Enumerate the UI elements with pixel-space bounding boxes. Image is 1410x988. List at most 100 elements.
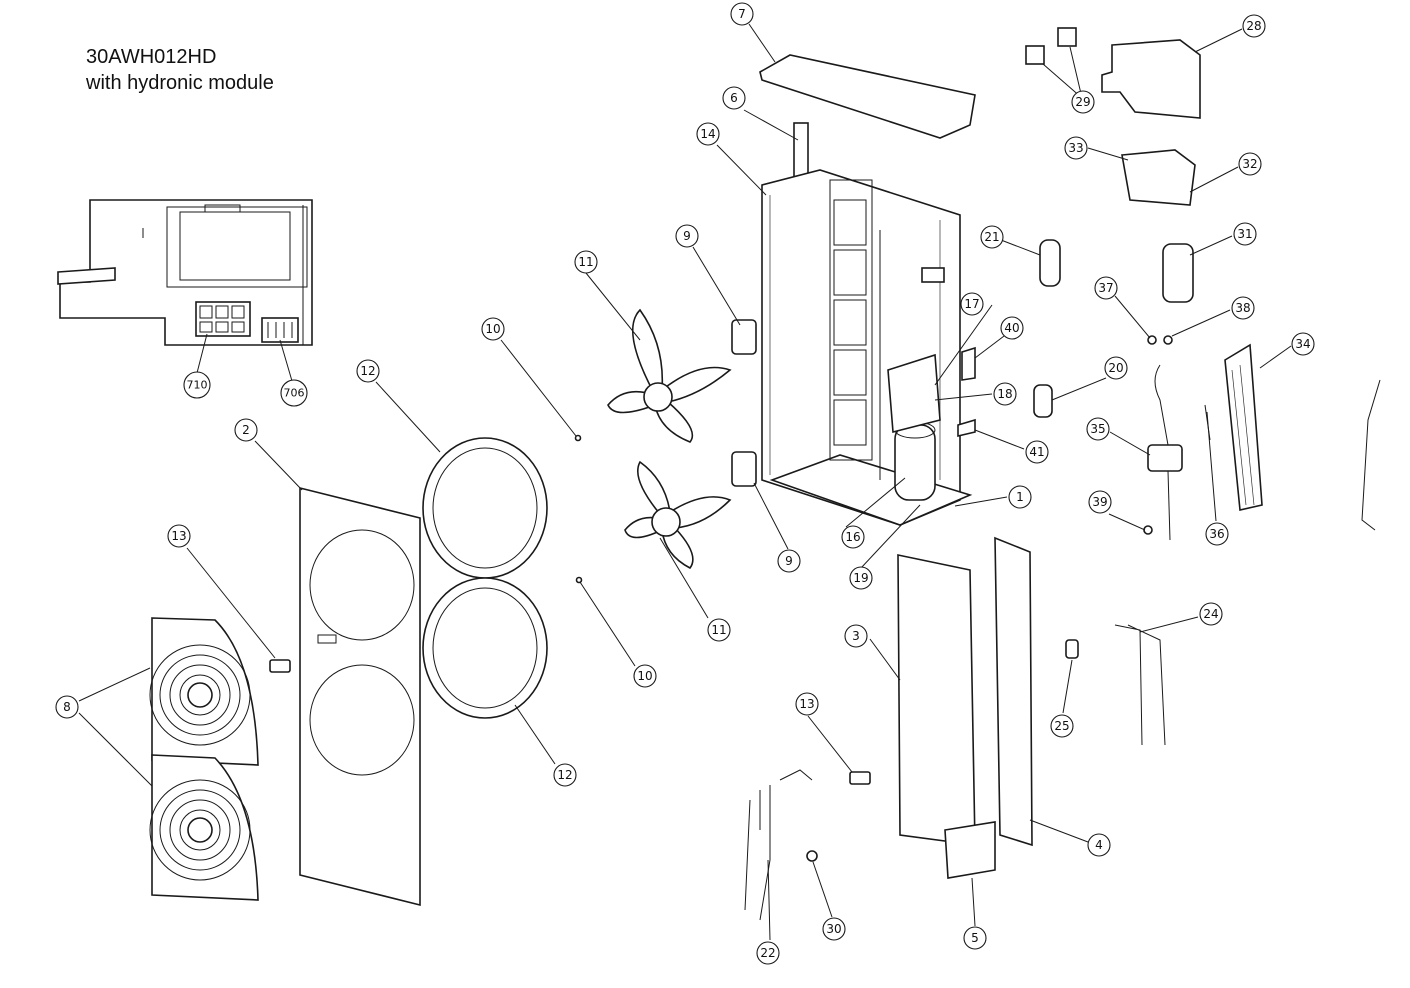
- callout-7: 7: [730, 2, 754, 26]
- bracket-40: [961, 346, 976, 381]
- inverter-board: [1121, 149, 1196, 206]
- control-box-inset: [57, 199, 313, 346]
- relay-a: [1025, 45, 1045, 65]
- svg-text:10: 10: [637, 669, 652, 683]
- svg-text:36: 36: [1209, 527, 1224, 541]
- svg-text:18: 18: [997, 387, 1012, 401]
- svg-text:22: 22: [760, 946, 775, 960]
- part-drawings: [57, 27, 1381, 921]
- insulation: [887, 353, 941, 434]
- svg-text:38: 38: [1235, 301, 1250, 315]
- control-board: [1101, 39, 1201, 119]
- model-subtitle: with hydronic module: [86, 72, 274, 94]
- svg-text:19: 19: [853, 571, 868, 585]
- svg-text:32: 32: [1242, 157, 1257, 171]
- callout-6: 6: [722, 86, 746, 110]
- callout-710: 710: [183, 371, 211, 399]
- svg-text:29: 29: [1075, 95, 1090, 109]
- svg-text:3: 3: [852, 629, 860, 643]
- callout-9-lower: 9: [777, 549, 801, 573]
- pipes-24: [1114, 624, 1166, 746]
- sensor-25: [1065, 639, 1079, 659]
- valve-39: [1143, 525, 1153, 535]
- compressor: [894, 421, 936, 501]
- svg-text:12: 12: [557, 768, 572, 782]
- top-cover: [759, 54, 976, 139]
- handle-right: [849, 771, 871, 785]
- callout-16: 16: [841, 525, 865, 549]
- svg-text:1: 1: [1016, 490, 1024, 504]
- leader-lines: [78, 23, 1292, 941]
- svg-text:8: 8: [63, 700, 71, 714]
- bracket-41: [957, 418, 976, 438]
- svg-text:33: 33: [1068, 141, 1083, 155]
- svg-text:41: 41: [1029, 445, 1044, 459]
- svg-text:24: 24: [1203, 607, 1218, 621]
- svg-text:37: 37: [1098, 281, 1113, 295]
- callout-20: 20: [1104, 356, 1128, 380]
- screw-upper: [574, 434, 582, 442]
- callout-5: 5: [963, 926, 987, 950]
- callout-38: 38: [1231, 296, 1255, 320]
- callout-10-upper: 10: [481, 317, 505, 341]
- svg-text:10: 10: [485, 322, 500, 336]
- water-pump: [1147, 364, 1183, 541]
- main-frame: [761, 169, 973, 526]
- callout-28: 28: [1242, 14, 1266, 38]
- fan-shrouds: [422, 437, 548, 719]
- callout-21: 21: [980, 225, 1004, 249]
- callout-30: 30: [822, 917, 846, 941]
- front-panel: [299, 486, 421, 907]
- svg-text:9: 9: [785, 554, 793, 568]
- expansion-vessel: [1162, 243, 1194, 303]
- callout-11-lower: 11: [707, 618, 731, 642]
- callout-35: 35: [1086, 417, 1110, 441]
- callout-8: 8: [55, 695, 79, 719]
- callout-12-upper: 12: [356, 359, 380, 383]
- callout-31: 31: [1233, 222, 1257, 246]
- callout-39: 39: [1088, 490, 1112, 514]
- four-way-valve-pipes: [744, 769, 813, 921]
- svg-text:25: 25: [1054, 719, 1069, 733]
- svg-text:17: 17: [964, 297, 979, 311]
- callout-37: 37: [1094, 276, 1118, 300]
- callout-40: 40: [1000, 316, 1024, 340]
- svg-text:710: 710: [187, 379, 208, 392]
- receiver: [1039, 239, 1061, 287]
- screw-lower: [575, 576, 583, 584]
- relay-b: [1057, 27, 1077, 47]
- callout-4: 4: [1087, 833, 1111, 857]
- coil-30: [806, 850, 818, 862]
- svg-text:9: 9: [683, 229, 691, 243]
- callout-706: 706: [280, 379, 308, 407]
- callout-18: 18: [993, 382, 1017, 406]
- model-number: 30AWH012HD: [86, 46, 217, 68]
- svg-text:28: 28: [1246, 19, 1261, 33]
- svg-text:21: 21: [984, 230, 999, 244]
- service-cover: [944, 821, 996, 879]
- callout-32: 32: [1238, 152, 1262, 176]
- svg-text:11: 11: [578, 255, 593, 269]
- svg-text:35: 35: [1090, 422, 1105, 436]
- svg-text:40: 40: [1004, 321, 1019, 335]
- svg-text:31: 31: [1237, 227, 1252, 241]
- callout-10-lower: 10: [633, 664, 657, 688]
- callout-22: 22: [756, 941, 780, 965]
- svg-text:12: 12: [360, 364, 375, 378]
- svg-text:20: 20: [1108, 361, 1123, 375]
- svg-text:14: 14: [700, 127, 715, 141]
- svg-text:30: 30: [826, 922, 841, 936]
- callout-1: 1: [1008, 485, 1032, 509]
- callout-41: 41: [1025, 440, 1049, 464]
- capacitor: [1033, 384, 1053, 418]
- callout-34: 34: [1291, 332, 1315, 356]
- callout-13-left: 13: [167, 524, 191, 548]
- fan-blades: [607, 308, 732, 570]
- callout-13-right: 13: [795, 692, 819, 716]
- svg-text:706: 706: [284, 387, 305, 400]
- callout-17: 17: [960, 292, 984, 316]
- callout-12-lower: 12: [553, 763, 577, 787]
- callout-36: 36: [1205, 522, 1229, 546]
- callout-24: 24: [1199, 602, 1223, 626]
